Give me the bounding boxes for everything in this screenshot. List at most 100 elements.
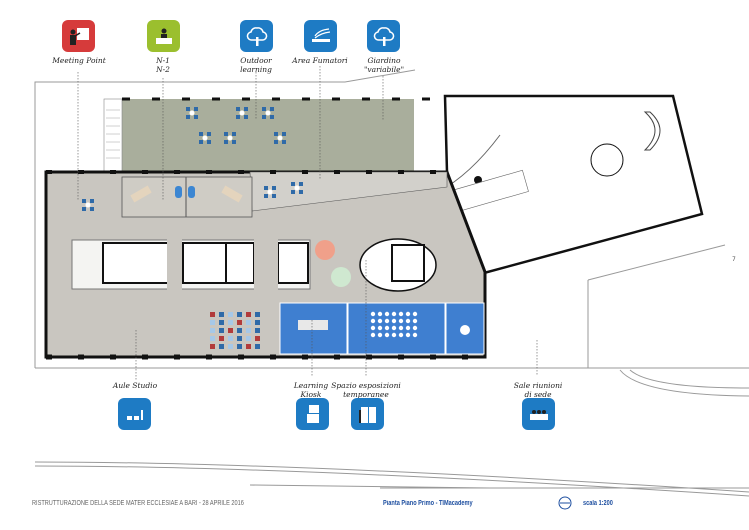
plan-title: Pianta Piano Primo - TIMacademy: [383, 500, 473, 507]
desk: [210, 320, 215, 325]
chair: [199, 140, 203, 144]
desk: [237, 312, 242, 317]
table: [202, 135, 208, 141]
desk: [255, 328, 260, 333]
desk: [228, 328, 233, 333]
side-marker: 7: [732, 256, 736, 263]
chair: [194, 107, 198, 111]
desk: [228, 312, 233, 317]
desk: [246, 328, 251, 333]
seat: [398, 332, 404, 338]
label-aule-studio: Aule Studio: [112, 381, 158, 390]
label-giardino-variabile: Giardino"variabile": [363, 56, 405, 74]
seat: [391, 311, 397, 317]
garden-tree-icon: [367, 20, 400, 52]
chair: [199, 132, 203, 136]
desk: [237, 328, 242, 333]
chair: [224, 140, 228, 144]
right-wing-lounge: [443, 94, 704, 275]
desk: [210, 312, 215, 317]
desk: [219, 312, 224, 317]
garden-area: [122, 99, 414, 172]
seat: [377, 325, 383, 331]
seat: [391, 318, 397, 324]
seat: [412, 325, 418, 331]
table: [267, 189, 273, 195]
chair: [186, 107, 190, 111]
seat: [377, 318, 383, 324]
seat: [384, 311, 390, 317]
seat: [370, 311, 376, 317]
desk: [246, 336, 251, 341]
seat: [377, 332, 383, 338]
seat: [405, 325, 411, 331]
project-title: RISTRUTTURAZIONE DELLA SEDE MATER ECCLES…: [32, 500, 244, 507]
chair: [262, 107, 266, 111]
chair: [232, 140, 236, 144]
chair: [291, 182, 295, 186]
chair: [90, 199, 94, 203]
desk: [228, 320, 233, 325]
chair: [224, 132, 228, 136]
chair: [264, 194, 268, 198]
desk: [255, 336, 260, 341]
chair: [282, 140, 286, 144]
chair: [232, 132, 236, 136]
seat: [370, 332, 376, 338]
seat: [398, 311, 404, 317]
chair: [272, 194, 276, 198]
meeting-table-icon: [522, 398, 555, 430]
chair: [282, 132, 286, 136]
desk: [219, 320, 224, 325]
desk: [237, 344, 242, 349]
desk: [237, 320, 242, 325]
desk: [210, 344, 215, 349]
desk: [219, 336, 224, 341]
chair: [270, 115, 274, 119]
chair: [207, 132, 211, 136]
seat: [391, 325, 397, 331]
desk: [219, 328, 224, 333]
exhibition-panel-icon: [351, 398, 384, 430]
chair: [194, 115, 198, 119]
seat: [377, 311, 383, 317]
outdoor-learning-tree-icon: [240, 20, 273, 52]
seat: [384, 318, 390, 324]
desk: [237, 336, 242, 341]
furniture: [82, 107, 418, 349]
desk: [228, 336, 233, 341]
garden-stairs: [106, 109, 120, 159]
seat: [405, 318, 411, 324]
chair: [82, 207, 86, 211]
chair: [264, 186, 268, 190]
seat: [384, 332, 390, 338]
chair: [90, 207, 94, 211]
smoking-area-icon: [304, 20, 337, 52]
desk: [228, 344, 233, 349]
table: [265, 110, 271, 116]
desk: [246, 344, 251, 349]
seat: [412, 332, 418, 338]
chair: [299, 182, 303, 186]
service-core: [71, 238, 311, 290]
seat: [384, 325, 390, 331]
desk: [255, 320, 260, 325]
chair: [272, 186, 276, 190]
seat: [398, 325, 404, 331]
chair: [291, 190, 295, 194]
chair: [299, 190, 303, 194]
kiosk-icon: [296, 398, 329, 430]
leader-lines: [77, 66, 538, 380]
scale-label: scala 1:200: [583, 500, 613, 507]
seat: [405, 311, 411, 317]
chair: [244, 107, 248, 111]
desk: [255, 312, 260, 317]
meeting-point-icon: [62, 20, 95, 52]
seat: [405, 332, 411, 338]
desk: [246, 312, 251, 317]
